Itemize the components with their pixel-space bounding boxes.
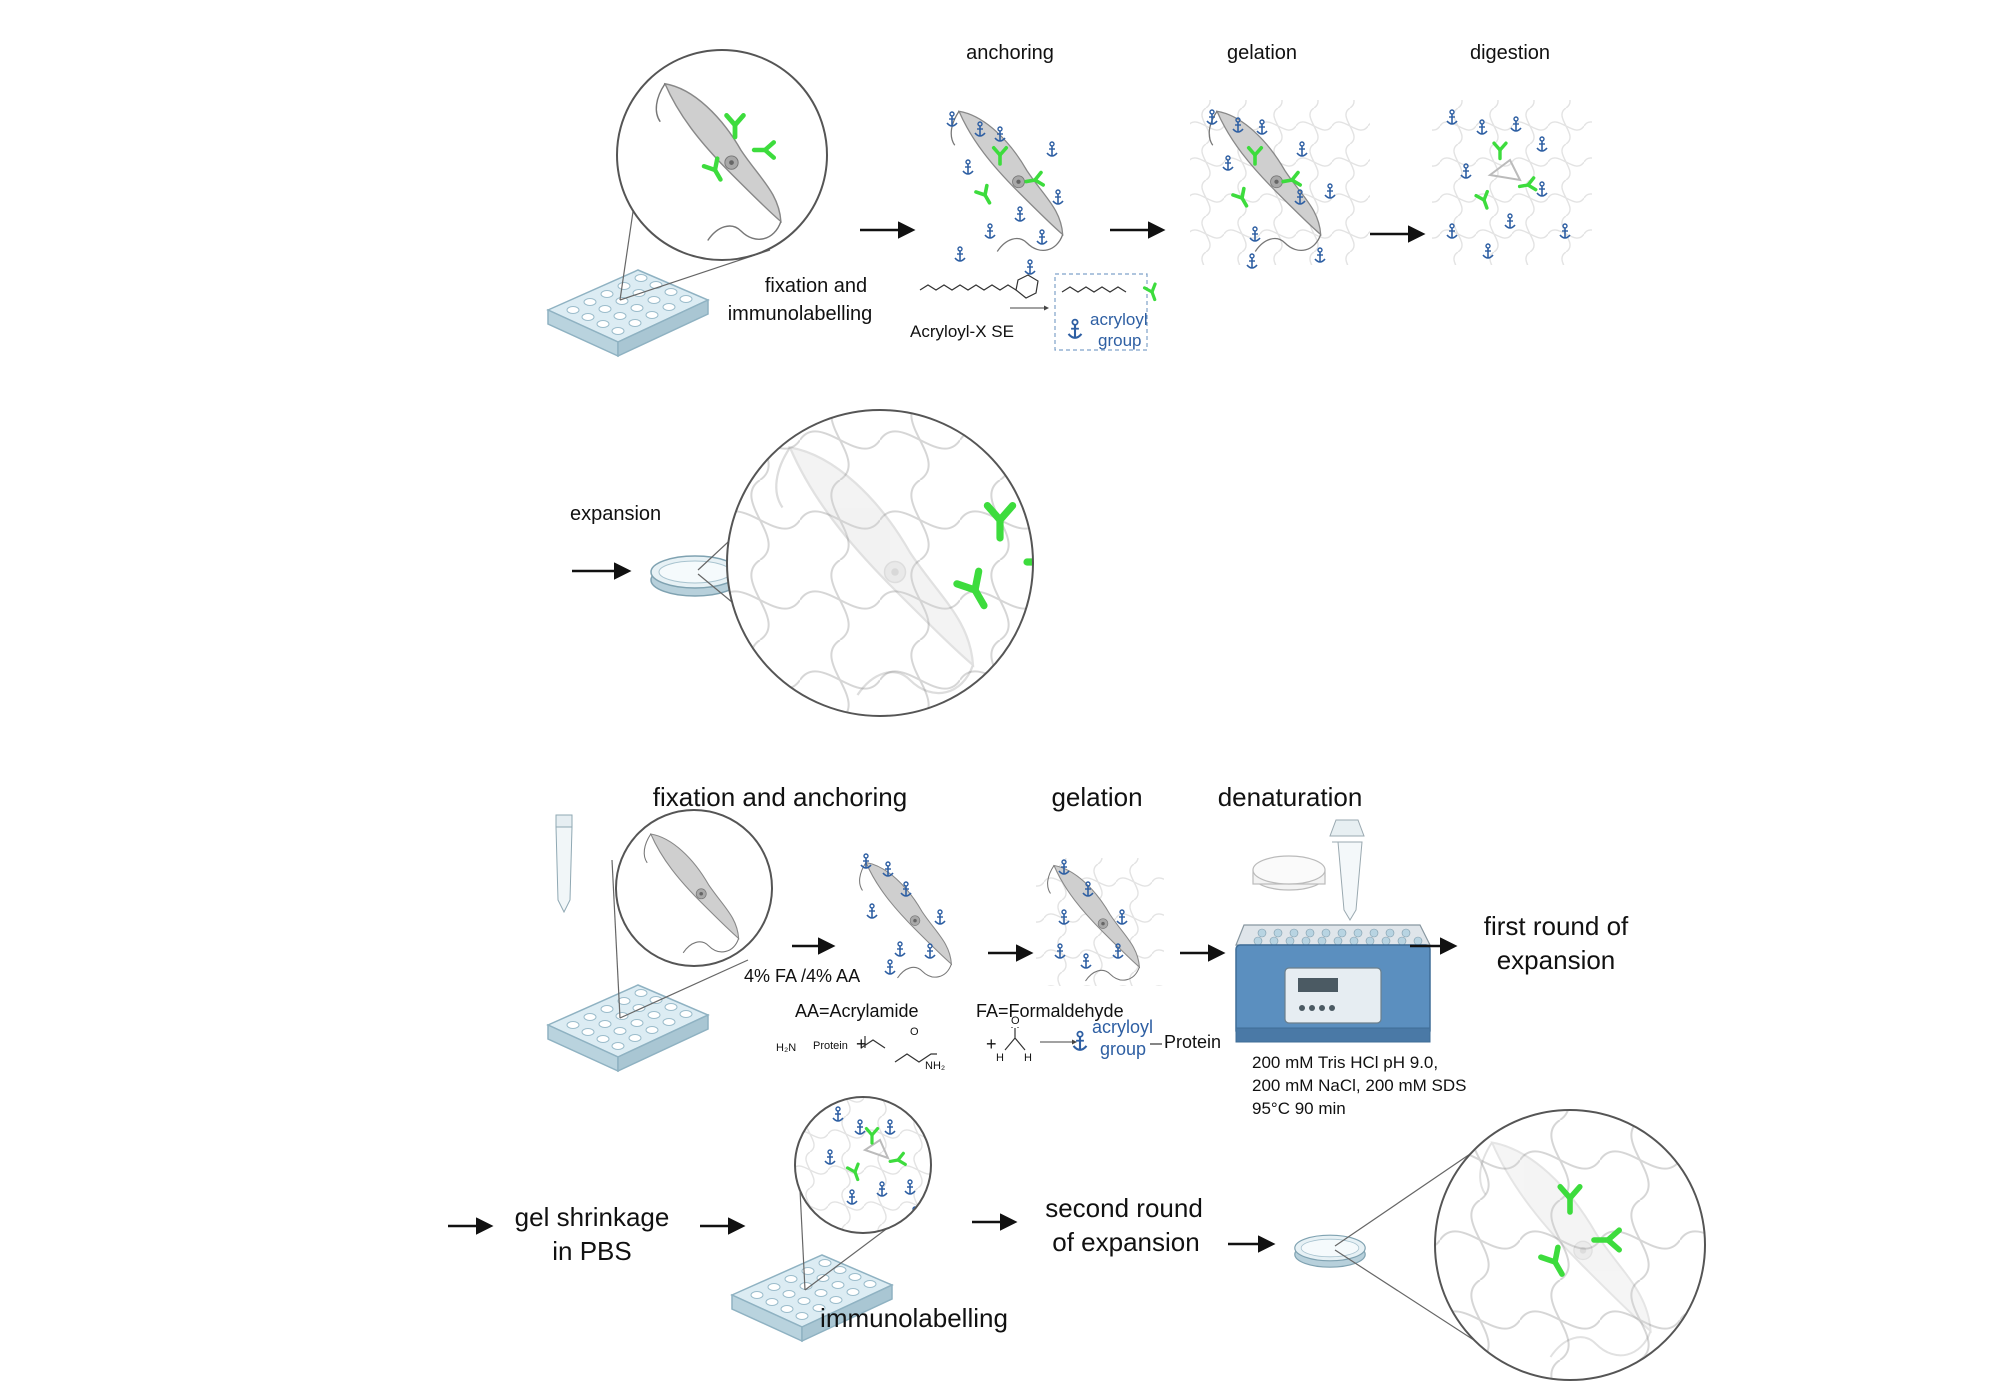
label-acryloyl-line1: acryloyl xyxy=(1090,310,1148,329)
label-aa-abbrev: AA=Acrylamide xyxy=(795,1001,919,1021)
label-gelation: gelation xyxy=(1226,42,1298,64)
label-product-protein: Protein xyxy=(1164,1032,1222,1052)
label-second-round-line1: second round xyxy=(1045,1193,1203,1223)
falcon-tube-icon xyxy=(555,814,573,914)
label-anchoring: anchoring xyxy=(966,42,1054,64)
label-first-round-line2: expansion xyxy=(1496,945,1616,975)
plate-icon xyxy=(547,269,709,357)
anchoring-cell xyxy=(946,110,1064,275)
label-h2n: H₂N xyxy=(776,1042,797,1054)
label-denaturation-cond-1: 200 mM Tris HCl pH 9.0, xyxy=(1252,1053,1439,1072)
label-oxygen-1: O xyxy=(910,1026,919,1038)
label-shrinkage-line1: gel shrinkage xyxy=(514,1202,670,1232)
label-product-acryloyl: acryloyl xyxy=(1092,1017,1154,1037)
heat-block-icon xyxy=(1235,819,1431,1043)
panel-a-graphics xyxy=(547,49,1592,717)
label-fixation-anchoring: fixation and anchoring xyxy=(652,782,908,812)
label-immunolabelling: immunolabelling xyxy=(820,1303,1008,1333)
label-fa-aa: 4% FA /4% AA xyxy=(744,966,861,986)
label-oxygen-2: O xyxy=(1011,1015,1020,1027)
label-first-round-line1: first round of xyxy=(1483,911,1629,941)
label-denaturation-cond-2: 200 mM NaCl, 200 mM SDS xyxy=(1252,1076,1467,1095)
reaction-structures xyxy=(860,1027,1026,1063)
label-shrinkage-line2: in PBS xyxy=(552,1236,632,1266)
anchored-cell-b xyxy=(859,853,952,979)
label-second-round-line2: of expansion xyxy=(1052,1227,1200,1257)
expanded-gel-zoom xyxy=(726,409,1034,717)
digestion-gel xyxy=(1432,100,1592,265)
label-protein-small: Protein xyxy=(813,1040,848,1052)
label-expansion: expansion xyxy=(570,503,662,525)
label-nh2: NH₂ xyxy=(925,1060,946,1072)
second-expansion-zoom xyxy=(1434,1109,1706,1381)
plus-sign-2: + xyxy=(986,1034,997,1054)
label-h-left: H xyxy=(996,1052,1004,1064)
panel-b-graphics xyxy=(448,809,1706,1381)
plus-sign-1: + xyxy=(856,1034,867,1054)
acryloyl-x-structure xyxy=(919,274,1039,299)
label-acryloyl-line2: group xyxy=(1098,331,1142,350)
petri-dish-icon xyxy=(650,555,740,597)
label-digestion: digestion xyxy=(1469,42,1551,64)
label-denaturation: denaturation xyxy=(1217,782,1363,812)
acryloyl-group-box xyxy=(1054,273,1148,351)
label-fa-abbrev: FA=Formaldehyde xyxy=(976,1001,1124,1021)
label-fixation-line1: fixation and xyxy=(764,275,868,297)
gelation-gel xyxy=(1190,100,1370,269)
label-fixation-line2: immunolabelling xyxy=(727,303,873,325)
label-h-right: H xyxy=(1024,1052,1032,1064)
label-acryloyl-x: Acryloyl-X SE xyxy=(910,322,1014,341)
label-product-group: group xyxy=(1100,1039,1147,1059)
label-gelation-b: gelation xyxy=(1051,782,1143,812)
immunolabelling-zoom xyxy=(794,1096,932,1234)
label-denaturation-cond-3: 95°C 90 min xyxy=(1252,1099,1346,1118)
gelation-gel-b xyxy=(1036,858,1164,986)
